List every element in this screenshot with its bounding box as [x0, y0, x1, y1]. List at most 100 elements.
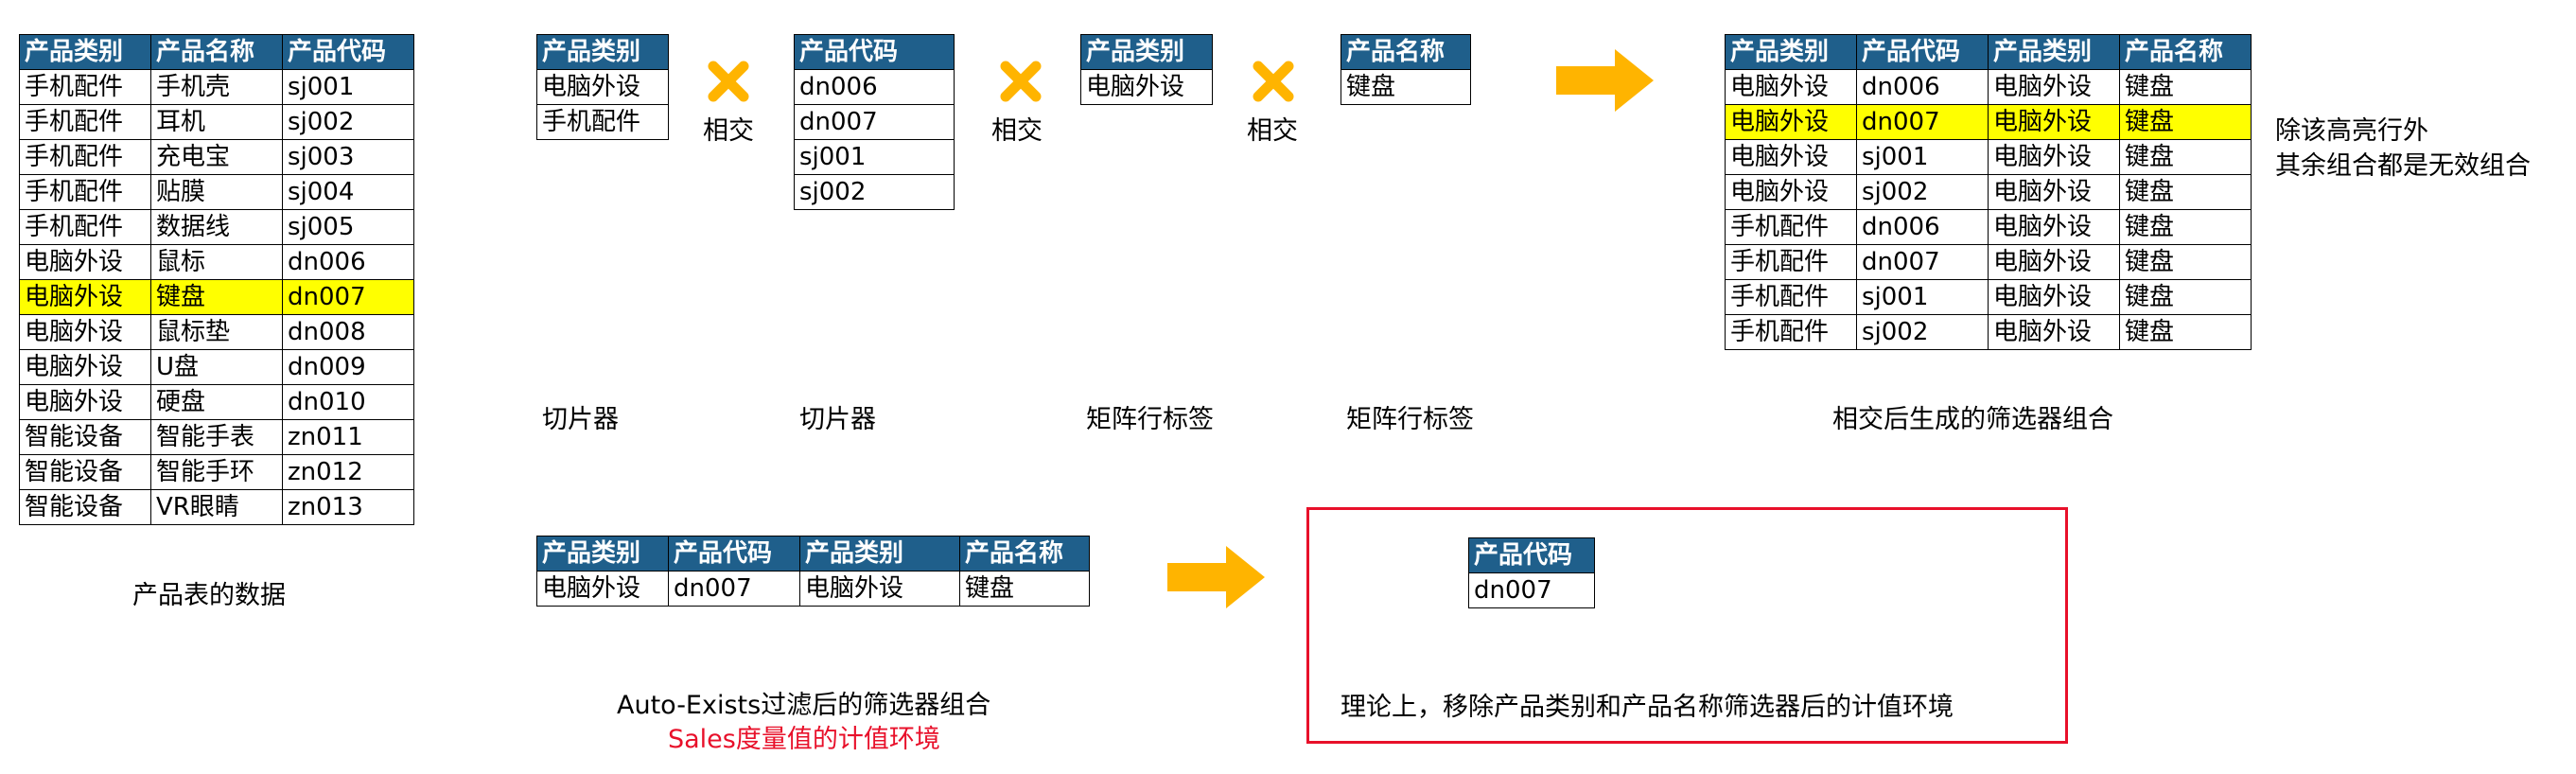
combination-cell: 键盘 [2119, 104, 2252, 140]
combination-cell: 电脑外设 [1725, 139, 1857, 175]
intersect-icon [1253, 61, 1294, 102]
combination-header: 产品代码 [1856, 34, 1989, 70]
intersect-icon [1000, 61, 1042, 102]
combination-cell: 电脑外设 [1725, 174, 1857, 210]
product-table-cell: 手机配件 [19, 69, 151, 105]
product-table-cell: 手机配件 [19, 174, 151, 210]
combination-cell: 电脑外设 [1725, 104, 1857, 140]
product-table-cell: 手机配件 [19, 209, 151, 245]
combination-cell: 电脑外设 [1988, 104, 2120, 140]
product-table-cell: 键盘 [150, 279, 283, 315]
filter-b-header: 产品代码 [794, 34, 955, 70]
auto-exists-header: 产品类别 [799, 536, 960, 572]
product-table-cell: 充电宝 [150, 139, 283, 175]
product-table-cell: dn010 [282, 384, 414, 420]
product-table-cell: 手机配件 [19, 104, 151, 140]
combination-note-line2: 其余组合都是无效组合 [2275, 151, 2531, 181]
product-table-cell: 智能手表 [150, 419, 283, 455]
combination-cell: sj001 [1856, 279, 1989, 315]
combination-cell: sj002 [1856, 174, 1989, 210]
result-box [1306, 507, 2068, 744]
auto-exists-cell: 电脑外设 [536, 571, 669, 607]
filter-c-header: 产品类别 [1080, 34, 1213, 70]
product-table-cell: 硬盘 [150, 384, 283, 420]
combination-cell: 电脑外设 [1725, 69, 1857, 105]
combination-cell: 键盘 [2119, 139, 2252, 175]
combination-cell: dn006 [1856, 69, 1989, 105]
combination-caption: 相交后生成的筛选器组合 [1832, 405, 2113, 434]
product-table-cell: 电脑外设 [19, 279, 151, 315]
product-table-header-code: 产品代码 [282, 34, 414, 70]
right-arrow-icon [1556, 49, 1654, 112]
product-table-cell: 鼠标 [150, 244, 283, 280]
product-table-cell: 手机配件 [19, 139, 151, 175]
product-table-cell: 智能设备 [19, 489, 151, 525]
filter-c-table: 产品类别 电脑外设 [1080, 34, 1213, 105]
combination-header: 产品类别 [1988, 34, 2120, 70]
product-table-cell: sj001 [282, 69, 414, 105]
combination-cell: 键盘 [2119, 244, 2252, 280]
product-table-cell: sj002 [282, 104, 414, 140]
filter-a-header: 产品类别 [536, 34, 669, 70]
product-table-cell: 耳机 [150, 104, 283, 140]
intersect-icon [708, 61, 749, 102]
filter-c-cell: 电脑外设 [1080, 69, 1213, 105]
product-table-cell: zn013 [282, 489, 414, 525]
combination-header: 产品类别 [1725, 34, 1857, 70]
product-table-cell: 电脑外设 [19, 244, 151, 280]
filter-a-caption: 切片器 [542, 405, 619, 434]
product-table-cell: sj003 [282, 139, 414, 175]
intersect-label: 相交 [991, 116, 1043, 146]
product-table-cell: dn008 [282, 314, 414, 350]
filter-d-header: 产品名称 [1341, 34, 1471, 70]
result-caption: 理论上，移除产品类别和产品名称筛选器后的计值环境 [1341, 693, 1954, 722]
filter-b-cell: dn007 [794, 104, 955, 140]
filter-d-cell: 键盘 [1341, 69, 1471, 105]
result-cell: dn007 [1468, 572, 1595, 608]
combination-cell: 手机配件 [1725, 244, 1857, 280]
product-table-cell: zn011 [282, 419, 414, 455]
auto-exists-caption: Auto-Exists过滤后的筛选器组合 [617, 691, 991, 720]
auto-exists-header: 产品名称 [959, 536, 1090, 572]
product-table-cell: VR眼睛 [150, 489, 283, 525]
filter-b-cell: dn006 [794, 69, 955, 105]
product-table-cell: sj005 [282, 209, 414, 245]
product-table-cell: 电脑外设 [19, 384, 151, 420]
product-table-cell: 数据线 [150, 209, 283, 245]
auto-exists-header: 产品代码 [668, 536, 800, 572]
filter-b-caption: 切片器 [799, 405, 876, 434]
product-table-caption: 产品表的数据 [132, 581, 286, 610]
filter-b-cell: sj002 [794, 174, 955, 210]
combination-cell: 手机配件 [1725, 314, 1857, 350]
combination-cell: 键盘 [2119, 174, 2252, 210]
combination-cell: sj001 [1856, 139, 1989, 175]
product-table-cell: 电脑外设 [19, 314, 151, 350]
product-table-cell: 智能设备 [19, 454, 151, 490]
product-table-cell: 手机壳 [150, 69, 283, 105]
result-table: 产品代码 dn007 [1468, 537, 1595, 608]
filter-a-cell: 电脑外设 [536, 69, 669, 105]
combination-cell: 键盘 [2119, 209, 2252, 245]
filter-d-table: 产品名称 键盘 [1341, 34, 1471, 105]
combination-cell: 电脑外设 [1988, 69, 2120, 105]
product-table-cell: sj004 [282, 174, 414, 210]
right-arrow-icon [1167, 546, 1265, 608]
product-table-cell: 鼠标垫 [150, 314, 283, 350]
product-table-cell: zn012 [282, 454, 414, 490]
filter-b-cell: sj001 [794, 139, 955, 175]
product-table-cell: dn009 [282, 349, 414, 385]
